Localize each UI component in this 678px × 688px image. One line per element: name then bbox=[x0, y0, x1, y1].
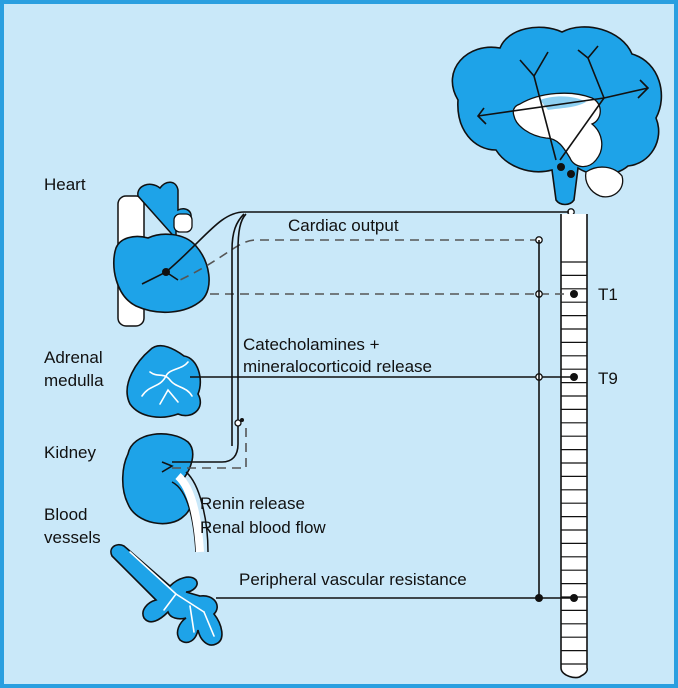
label-renin-release: Renin release bbox=[200, 494, 305, 513]
label-adrenal-line2: medulla bbox=[44, 371, 104, 390]
label-t9: T9 bbox=[598, 369, 618, 388]
spinal-cord bbox=[561, 214, 587, 678]
label-kidney: Kidney bbox=[44, 443, 96, 462]
label-blood-vessels-line1: Blood bbox=[44, 505, 87, 524]
brain bbox=[452, 27, 661, 215]
label-blood-vessels-line2: vessels bbox=[44, 528, 101, 547]
label-peripheral-resistance: Peripheral vascular resistance bbox=[239, 570, 467, 589]
label-heart: Heart bbox=[44, 175, 86, 194]
blood-vessels-organ bbox=[111, 545, 222, 645]
label-t1: T1 bbox=[598, 285, 618, 304]
label-cardiac-output: Cardiac output bbox=[288, 216, 399, 235]
label-catecholamines-line1: Catecholamines + bbox=[243, 335, 380, 354]
adrenal-medulla-organ bbox=[127, 346, 200, 417]
heart-organ bbox=[114, 182, 209, 326]
kidney-organ bbox=[123, 434, 208, 552]
label-adrenal-line1: Adrenal bbox=[44, 348, 103, 367]
label-renal-blood-flow: Renal blood flow bbox=[200, 518, 326, 537]
label-catecholamines-line2: mineralocorticoid release bbox=[243, 357, 432, 376]
